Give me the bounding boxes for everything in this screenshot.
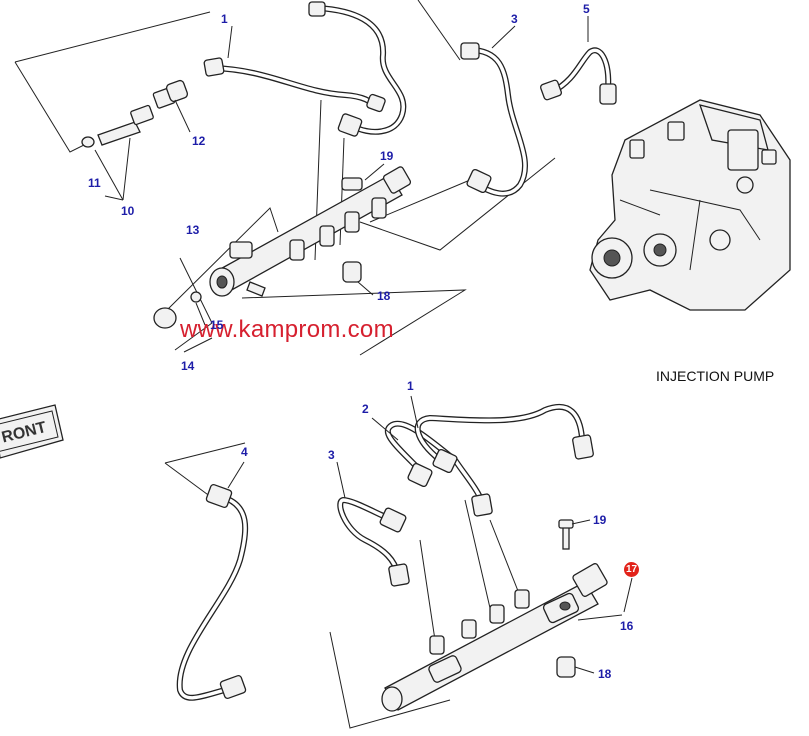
callout-number: 16 xyxy=(620,619,634,633)
frame-line xyxy=(174,257,213,351)
leader-line xyxy=(419,539,436,641)
frame-line xyxy=(164,462,216,501)
callout-number: 5 xyxy=(583,2,590,16)
callout-number: 1 xyxy=(221,12,228,26)
frame-line xyxy=(164,442,246,464)
callout-number: 3 xyxy=(511,12,518,26)
frame-line xyxy=(241,289,467,356)
callout-number: 4 xyxy=(241,445,248,459)
callout-number: 11 xyxy=(88,176,101,190)
callout-leaders xyxy=(94,16,633,674)
bottom-pipe-4 xyxy=(176,483,249,701)
callout-number: 2 xyxy=(362,402,369,416)
bottom-common-rail xyxy=(381,519,608,712)
top-pipe-5 xyxy=(540,47,617,105)
frame-line xyxy=(14,61,91,153)
callout-number: 13 xyxy=(186,223,200,237)
callout-number: 19 xyxy=(380,149,394,163)
bottom-pipe-1-2 xyxy=(384,403,594,517)
callout-number: 12 xyxy=(192,134,206,148)
callout-number: 18 xyxy=(377,289,391,303)
watermark-text: www.kamprom.com xyxy=(180,316,394,343)
front-plate xyxy=(0,404,64,459)
frame-line xyxy=(329,631,451,729)
leader-line xyxy=(464,499,491,609)
bottom-assembly xyxy=(164,403,608,729)
callout-number: 15 xyxy=(210,318,224,332)
callout-number: 10 xyxy=(121,204,135,218)
bottom-pipe-3 xyxy=(337,497,410,587)
top-assembly xyxy=(14,0,791,356)
callout-number: 18 xyxy=(598,667,612,681)
frame-line xyxy=(164,207,279,313)
frame-line xyxy=(417,0,461,61)
top-pipe-1 xyxy=(203,1,407,137)
callout-number: 14 xyxy=(181,359,195,373)
frame-line xyxy=(14,11,211,63)
top-fittings xyxy=(81,79,189,148)
callout-number: 19 xyxy=(593,513,607,527)
injection-pump-label: INJECTION PUMP xyxy=(656,368,775,384)
top-common-rail xyxy=(153,166,412,329)
leader-line xyxy=(369,179,471,223)
top-pipe-3 xyxy=(460,42,528,197)
highlighted-callout[interactable]: 17 xyxy=(624,562,639,577)
callout-number: 3 xyxy=(328,448,335,462)
leader-line xyxy=(489,519,521,597)
callout-number: 1 xyxy=(407,379,414,393)
injection-pump xyxy=(589,99,791,311)
